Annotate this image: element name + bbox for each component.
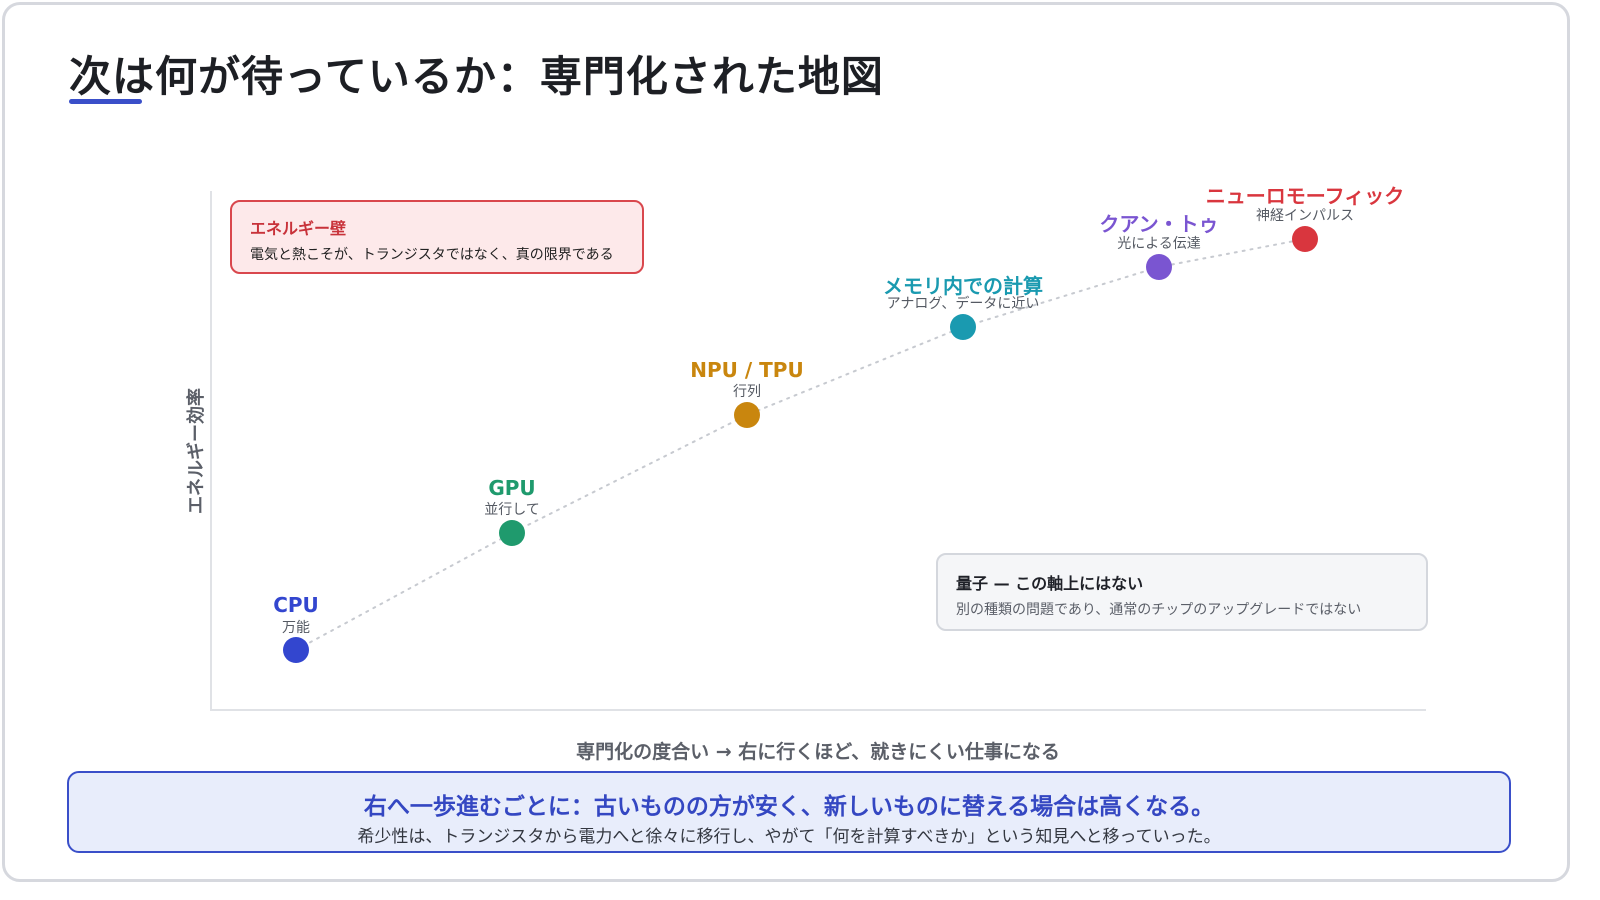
node-subtitle-1: 万能 bbox=[282, 620, 310, 636]
energy-wall-title: エネルギー壁 bbox=[250, 219, 347, 238]
node-name-1: CPU bbox=[273, 593, 319, 617]
node-dot-6 bbox=[1292, 226, 1318, 252]
node-name-5: クアン・トゥ bbox=[1099, 212, 1219, 236]
node-subtitle-2: 並行して bbox=[484, 502, 540, 518]
node-name-3: NPU / TPU bbox=[690, 358, 804, 382]
x-axis-label: 専門化の度合い → 右に行くほど、就きにくい仕事になる bbox=[576, 741, 1060, 763]
x-axis-line bbox=[210, 709, 1426, 711]
banner-main-text: 右へ一歩進むごとに：古いものの方が安く、新しいものに替える場合は高くなる。 bbox=[363, 794, 1215, 820]
node-dot-4 bbox=[950, 314, 976, 340]
banner-sub-text: 希少性は、トランジスタから電力へと徐々に移行し、やがて「何を計算すべきか」という… bbox=[357, 827, 1221, 847]
page-title: 次は何が待っているか：専門化された地図 bbox=[69, 52, 884, 101]
node-subtitle-5: 光による伝達 bbox=[1117, 236, 1201, 252]
energy-wall-description: 電気と熱こそが、トランジスタではなく、真の限界である bbox=[250, 247, 614, 263]
node-dot-2 bbox=[499, 520, 525, 546]
quantum-title: 量子 — この軸上にはない bbox=[956, 574, 1144, 593]
node-name-6: ニューロモーフィック bbox=[1205, 184, 1405, 208]
node-subtitle-6: 神経インパルス bbox=[1256, 208, 1354, 224]
title-underline bbox=[69, 99, 142, 104]
node-dot-3 bbox=[734, 402, 760, 428]
y-axis-line bbox=[210, 191, 212, 711]
quantum-callout: 量子 — この軸上にはない 別の種類の問題であり、通常のチップのアップグレードで… bbox=[936, 553, 1428, 631]
node-subtitle-3: 行列 bbox=[733, 384, 761, 400]
trend-line bbox=[295, 238, 1306, 651]
quantum-description: 別の種類の問題であり、通常のチップのアップグレードではない bbox=[956, 602, 1362, 618]
node-name-4: メモリ内での計算 bbox=[883, 274, 1043, 298]
node-dot-5 bbox=[1146, 254, 1172, 280]
node-dot-1 bbox=[283, 637, 309, 663]
summary-banner: 右へ一歩進むごとに：古いものの方が安く、新しいものに替える場合は高くなる。 希少… bbox=[67, 771, 1511, 853]
node-subtitle-4: アナログ、データに近い bbox=[886, 296, 1040, 312]
energy-wall-callout: エネルギー壁 電気と熱こそが、トランジスタではなく、真の限界である bbox=[230, 200, 644, 274]
node-name-2: GPU bbox=[488, 476, 536, 500]
slide: 次は何が待っているか：専門化された地図 エネルギー効率 専門化の度合い → 右に… bbox=[2, 2, 1570, 882]
